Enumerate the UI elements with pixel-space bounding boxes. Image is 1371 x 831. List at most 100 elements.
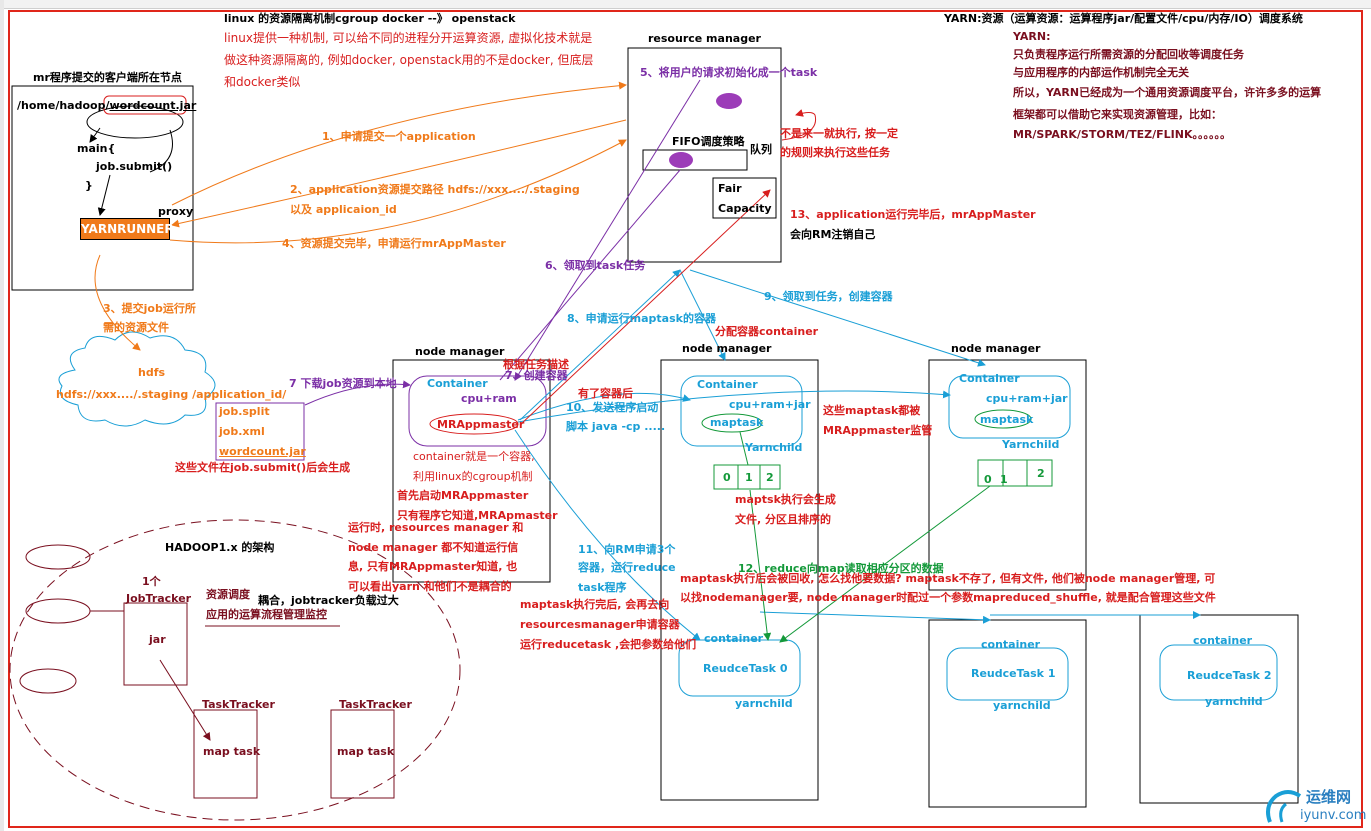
cgroup-line-1: linux提供一种机制, 可以给不同的进程分开运算资源, 虚拟化技术就是 <box>224 31 593 45</box>
hdfs-path: hdfs://xxx..../.staging /application_id/ <box>56 388 287 401</box>
nm1-res: cpu+ram <box>461 392 517 405</box>
jt-to-tt1 <box>159 659 211 741</box>
nm1-box <box>392 359 551 583</box>
step9-arrow <box>689 269 986 367</box>
rm-capacity: Capacity <box>718 202 772 215</box>
step2-arrow <box>171 119 627 228</box>
nm3-part-2: 2 <box>1037 467 1045 480</box>
tasktracker1-box <box>193 709 258 799</box>
step1-arrow <box>171 81 627 206</box>
nm3-part-1: 1 <box>1000 473 1008 486</box>
client-arrow-2 <box>97 174 111 216</box>
window-left-strip <box>0 0 4 831</box>
client-path: /home/hadoop/wordcount.jar <box>17 99 197 112</box>
nm1-appmaster: MRAppmaster <box>437 418 525 431</box>
nm3-part-0: 0 <box>984 473 992 486</box>
client-close: } <box>85 179 93 192</box>
step11-b: 容器，运行reduce <box>578 561 676 574</box>
hdfs-file-1: job.split <box>219 405 270 418</box>
hadoop1-map1: map task <box>203 745 261 758</box>
nm1-appmaster-ellipse <box>429 413 519 435</box>
reducer1-container <box>946 647 1069 701</box>
reducer2-container-label: container <box>1193 634 1253 647</box>
step8-arrow <box>519 269 681 421</box>
nm2-box <box>660 359 819 801</box>
step4-arrow <box>169 139 627 244</box>
step4-label: 4、资源提交完毕，申请运行mrAppMaster <box>282 237 506 250</box>
reducer2-child: yarnchild <box>1205 695 1263 708</box>
step11-a: 11、向RM申请3个 <box>578 543 676 556</box>
run-note-4: 可以看出yarn 和他们不是耦合的 <box>348 580 512 593</box>
nm1-note-4: 只有程序它知道,MRApmaster <box>397 509 558 522</box>
step3-arrow <box>94 254 141 351</box>
reduce-note-1: maptask执行完后, 会再去向 <box>520 598 670 611</box>
nm2-res: cpu+ram+jar <box>729 398 811 411</box>
hdfs-note: 这些文件在job.submit()后会生成 <box>175 461 351 474</box>
shuffle-note-2: 以找nodemanager要, node manager时配过一个参数mapre… <box>680 591 1216 604</box>
yarn-line-3: 与应用程序的内部运作机制完全无关 <box>1013 66 1189 79</box>
nm3-title: node manager <box>951 342 1041 355</box>
rm-title: resource manager <box>648 32 761 45</box>
hdfs-file-2: job.xml <box>219 425 265 438</box>
step7-label: 7、创建容器 <box>505 369 568 382</box>
reducer1-box <box>928 619 1087 808</box>
nm3-maptask-ellipse <box>974 409 1032 429</box>
nm2-partitions <box>713 464 781 490</box>
jar-highlight <box>103 95 187 115</box>
rm-note-2: 的规则来执行这些任务 <box>780 146 890 159</box>
run-note-1: 运行时, resources manager 和 <box>348 521 524 534</box>
client-main: main{ <box>77 142 116 155</box>
step2-label-b: 以及 applicaion_id <box>290 203 397 216</box>
hadoop1-tt1: TaskTracker <box>202 698 275 711</box>
step10-arrow <box>517 392 691 421</box>
reduce-note-2: resourcesmanager申请容器 <box>520 618 680 631</box>
step2-label: 2、application资源提交路径 hdfs://xxx..../.stag… <box>290 183 580 196</box>
step11-c: task程序 <box>578 581 627 594</box>
client-return-curve <box>149 129 173 173</box>
step7-download-label: 7 下载job资源到本地 <box>289 377 397 390</box>
reducer1-container-label: container <box>981 638 1041 651</box>
hadoop1-client-3 <box>19 668 77 694</box>
rm-queue-box <box>642 149 748 171</box>
step10b-arrow <box>517 390 951 423</box>
nm3-container <box>948 375 1071 439</box>
nm3-res: cpu+ram+jar <box>986 392 1068 405</box>
cgroup-title: linux 的资源隔离机制cgroup docker --》 openstack <box>224 12 516 25</box>
nm3-partition-to-reducer <box>779 485 991 643</box>
alloc-arrow <box>679 269 726 361</box>
step9-label: 9、领取到任务，创建容器 <box>764 290 893 303</box>
hdfs-cloud <box>58 331 216 427</box>
nm1-note-3: 首先启动MRAppmaster <box>397 489 529 502</box>
step5-arrow <box>514 79 701 381</box>
rm-fair: Fair <box>718 182 742 195</box>
nm1-note-1: container就是一个容器, <box>413 450 535 463</box>
yarnrunner-box: YARNRUNNER <box>80 218 174 240</box>
nm2-title: node manager <box>682 342 772 355</box>
step13-arrow <box>519 189 771 426</box>
hadoop1-title: HADOOP1.x 的架构 <box>165 541 275 554</box>
reducer1-child: yarnchild <box>993 699 1051 712</box>
step11-arrow <box>514 429 701 641</box>
hadoop1-dispatch: 资源调度 <box>206 588 250 601</box>
nm1-container-label: Container <box>427 377 488 390</box>
yarn-line-6: MR/SPARK/STORM/TEZ/FLINK。。。。。。 <box>1013 128 1232 141</box>
hadoop1-client-2 <box>25 598 91 624</box>
client-proxy: proxy <box>158 205 194 218</box>
jobtracker-box <box>123 602 188 686</box>
hadoop1-coupling: 耦合，jobtracker负载过大 <box>258 594 399 607</box>
step3-label-b: 需的资源文件 <box>103 321 169 334</box>
step7-download-arrow <box>304 380 411 406</box>
nm3-partitions <box>977 459 1053 487</box>
nm2-task-to-partition <box>739 431 749 466</box>
hdfs-file-3: wordcount.jar <box>219 445 306 458</box>
rm-box <box>627 47 782 263</box>
hadoop1-client-1 <box>25 544 91 570</box>
nm2-part-2: 2 <box>766 471 774 484</box>
nm2-part-0: 0 <box>723 471 731 484</box>
rm-task-dot <box>716 93 742 109</box>
step8-label: 8、申请运行maptask的容器 <box>567 312 716 325</box>
yarn-title: YARN:资源（运算资源：运算程序jar/配置文件/cpu/内存/IO）调度系统 <box>944 12 1303 25</box>
hdfs-title: hdfs <box>138 366 166 379</box>
